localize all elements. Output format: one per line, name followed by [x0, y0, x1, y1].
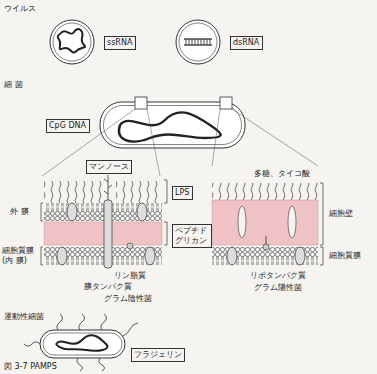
bacterium [119, 112, 221, 141]
virus-dsrna [176, 20, 220, 64]
part-label: 細胞質膜 [329, 251, 361, 261]
box-label: dsRNA [233, 38, 260, 48]
zoom-line [42, 109, 318, 176]
bracket [41, 203, 43, 221]
gram-positive-envelope [263, 244, 269, 250]
part-label: 膜タンパク質 [84, 282, 132, 292]
gram-negative-envelope [104, 200, 112, 268]
gram-negative-envelope [44, 203, 162, 221]
box-label: マンノース [89, 162, 129, 172]
gram-negative-envelope [44, 175, 162, 268]
motile-bacterium [40, 330, 125, 358]
pamp-box: ペプチド グリカン [172, 224, 212, 248]
flagellum [57, 314, 63, 330]
figure-caption: 図 3-7 PAMPS [4, 362, 57, 372]
flagellum [77, 358, 83, 371]
part-label: 細 菌 [4, 80, 23, 90]
gram-negative-envelope [137, 203, 147, 221]
zoom-line [147, 109, 160, 176]
gram-negative-envelope [104, 175, 112, 200]
bacterium [100, 97, 245, 148]
pamp-box: dsRNA [230, 36, 263, 50]
part-label: 外 膜 [10, 207, 29, 217]
flagellum [24, 342, 40, 346]
part-label: リポタンパク質 [250, 271, 306, 281]
motile-bacterium [40, 330, 125, 358]
gram-positive-envelope [295, 247, 305, 265]
bracket [164, 222, 167, 245]
gram-positive-envelope [288, 206, 296, 238]
zoom-line [212, 109, 220, 166]
bracket [320, 183, 323, 245]
part-label: リン脂質 [114, 271, 146, 281]
gram-negative-envelope [57, 247, 67, 265]
part-label: グラム陽性菌 [254, 283, 302, 293]
gram-positive-envelope [212, 183, 318, 265]
gram-negative-envelope [44, 181, 102, 203]
gram-positive-envelope [212, 200, 318, 245]
bracket [41, 247, 43, 265]
part-label: グラム陰性菌 [104, 294, 152, 304]
zoom-line [232, 109, 318, 166]
gram-negative-envelope [44, 247, 162, 265]
virus-dsrna [186, 39, 210, 45]
gram-positive-envelope [212, 183, 318, 201]
gram-negative-envelope [116, 181, 160, 203]
bracket [164, 180, 167, 203]
pamp-box: CpG DNA [46, 119, 90, 133]
virus-dsrna [176, 20, 220, 64]
bracket [320, 247, 323, 265]
box-label: CpG DNA [49, 121, 87, 131]
virus-ssrna [50, 20, 94, 64]
motile-bacterium [56, 335, 107, 350]
box-label: ペプチド グリカン [175, 226, 209, 246]
gram-negative-envelope [67, 203, 77, 221]
zoom-line [42, 109, 135, 176]
bacterium [135, 97, 147, 109]
flagellum [99, 358, 105, 371]
pamp-box: LPS [172, 186, 193, 200]
part-label: 細胞壁 [329, 209, 353, 219]
gram-negative-envelope [145, 247, 155, 265]
box-label: フラジェリン [134, 350, 182, 360]
pamp-box: マンノース [86, 160, 132, 174]
gram-positive-envelope [238, 206, 246, 238]
part-label: 多糖、タイコ酸 [254, 169, 310, 179]
pamp-box: フラジェリン [131, 348, 185, 362]
flagellum [79, 314, 85, 330]
virus-ssrna [58, 29, 85, 52]
bacterium [220, 97, 232, 109]
virus-ssrna [50, 20, 94, 64]
gram-positive-envelope [227, 247, 237, 265]
part-label: 運動性細菌 [4, 312, 44, 322]
box-label: LPS [175, 188, 190, 198]
flagellum [123, 323, 138, 336]
gram-negative-envelope [44, 222, 162, 245]
bracket [41, 180, 323, 265]
box-label: ssRNA [107, 38, 133, 48]
virus-dsrna [179, 23, 217, 61]
virus-ssrna [53, 23, 91, 61]
motile-bacterium [43, 333, 122, 355]
part-label: ウイルス [4, 4, 36, 14]
gram-negative-envelope [127, 243, 133, 249]
pamp-box: ssRNA [104, 36, 136, 50]
bacterium [104, 106, 242, 145]
part-label: 細胞質膜 (内 膜) [2, 246, 39, 266]
flagellum [101, 314, 107, 330]
